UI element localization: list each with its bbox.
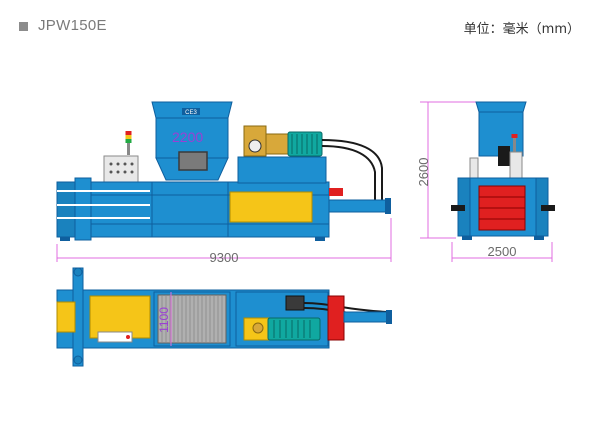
dim-side-height: 2600 [416, 158, 431, 187]
bullet-square-icon [19, 22, 28, 31]
dim-side-width: 2500 [488, 244, 517, 259]
front-view: CE3 [56, 101, 392, 265]
side-hose [498, 146, 510, 166]
top-yellow-guard [89, 295, 151, 339]
badge-text: CE3 [185, 110, 197, 116]
badge [182, 108, 200, 115]
header: JPW150E 单位：毫米（mm） [0, 0, 600, 50]
yellow-guard [229, 191, 313, 223]
unit-note: 单位：毫米（mm） [463, 22, 580, 37]
model-name: JPW150E [38, 17, 107, 34]
side-view: 2600 2500 [416, 101, 555, 262]
top-view: 1100 [56, 267, 392, 367]
dim-top-width: 1100 [157, 307, 171, 333]
top-cylinder [327, 295, 345, 341]
top-motor [267, 317, 321, 341]
oil-tank [237, 156, 327, 184]
top-valve [285, 295, 305, 311]
inspection-window [178, 151, 208, 171]
control-cabinet [103, 155, 139, 183]
extension-arm [328, 199, 390, 213]
dim-front-height: 2200 [172, 129, 203, 145]
hopper-grate [157, 294, 227, 344]
dim-front-length: 9300 [210, 250, 239, 265]
